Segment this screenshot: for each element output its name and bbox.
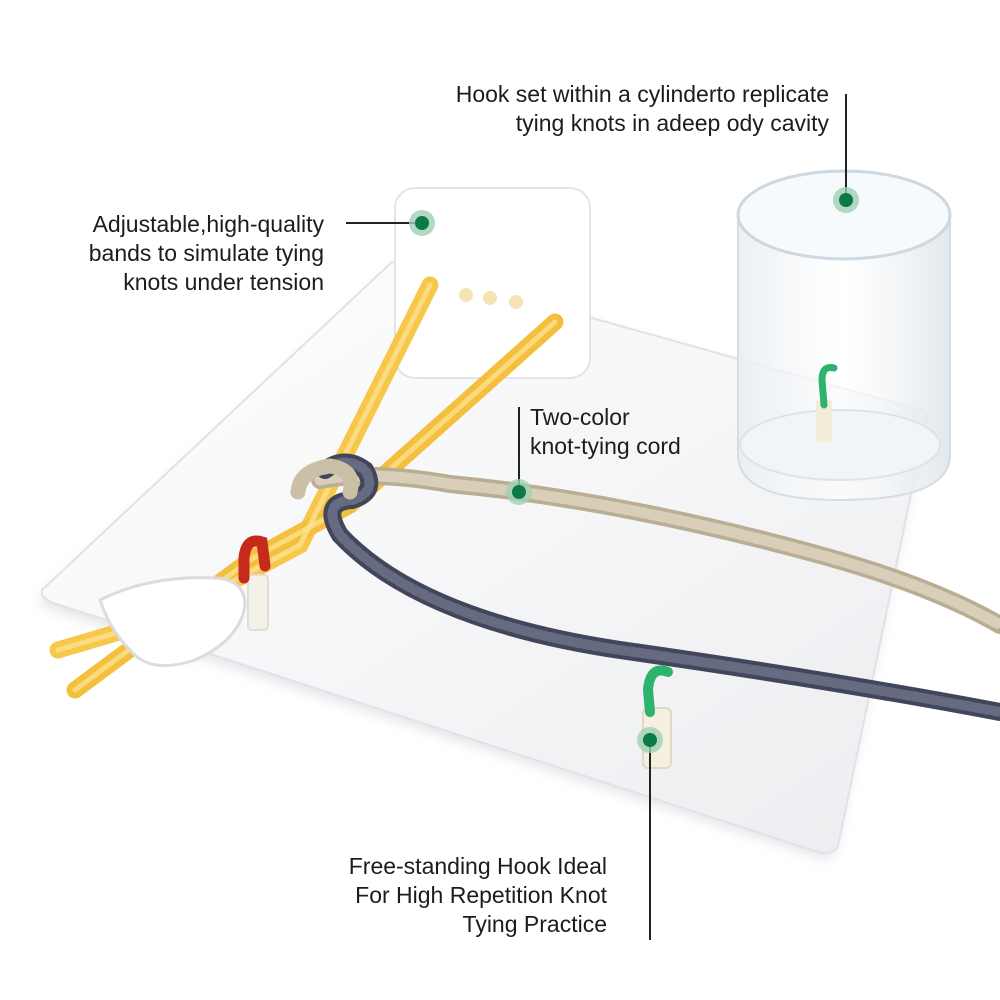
callout-line: tying knots in adeep ody cavity — [515, 110, 829, 136]
callout-line: Hook set within a cylinderto replicate — [455, 81, 829, 107]
callout-line: knot-tying cord — [530, 433, 681, 459]
callout-line: Two-color — [530, 404, 630, 430]
callout-adjustable-bands: Adjustable,high-quality bands to simulat… — [89, 210, 324, 297]
callout-free-standing-hook: Free-standing Hook Ideal For High Repeti… — [349, 852, 607, 939]
acrylic-base-plate — [39, 260, 930, 859]
marker-dot-icon — [637, 727, 663, 753]
transparent-cylinder — [736, 169, 952, 502]
callout-line: Tying Practice — [462, 911, 607, 937]
band-clamp — [98, 535, 271, 668]
marker-dot-icon — [833, 187, 859, 213]
callout-line: knots under tension — [123, 269, 324, 295]
callout-line: bands to simulate tying — [88, 240, 324, 266]
callout-two-color-cord: Two-color knot-tying cord — [530, 403, 681, 461]
callout-line: Adjustable,high-quality — [92, 211, 324, 237]
marker-dot-icon — [506, 479, 532, 505]
marker-dot-icon — [409, 210, 435, 236]
callout-line: Free-standing Hook Ideal — [348, 853, 607, 879]
callout-line: For High Repetition Knot — [355, 882, 607, 908]
callout-cylinder-hook: Hook set within a cylinderto replicate t… — [456, 80, 829, 138]
two-color-cord — [290, 453, 1000, 721]
leader-lines — [346, 94, 847, 940]
